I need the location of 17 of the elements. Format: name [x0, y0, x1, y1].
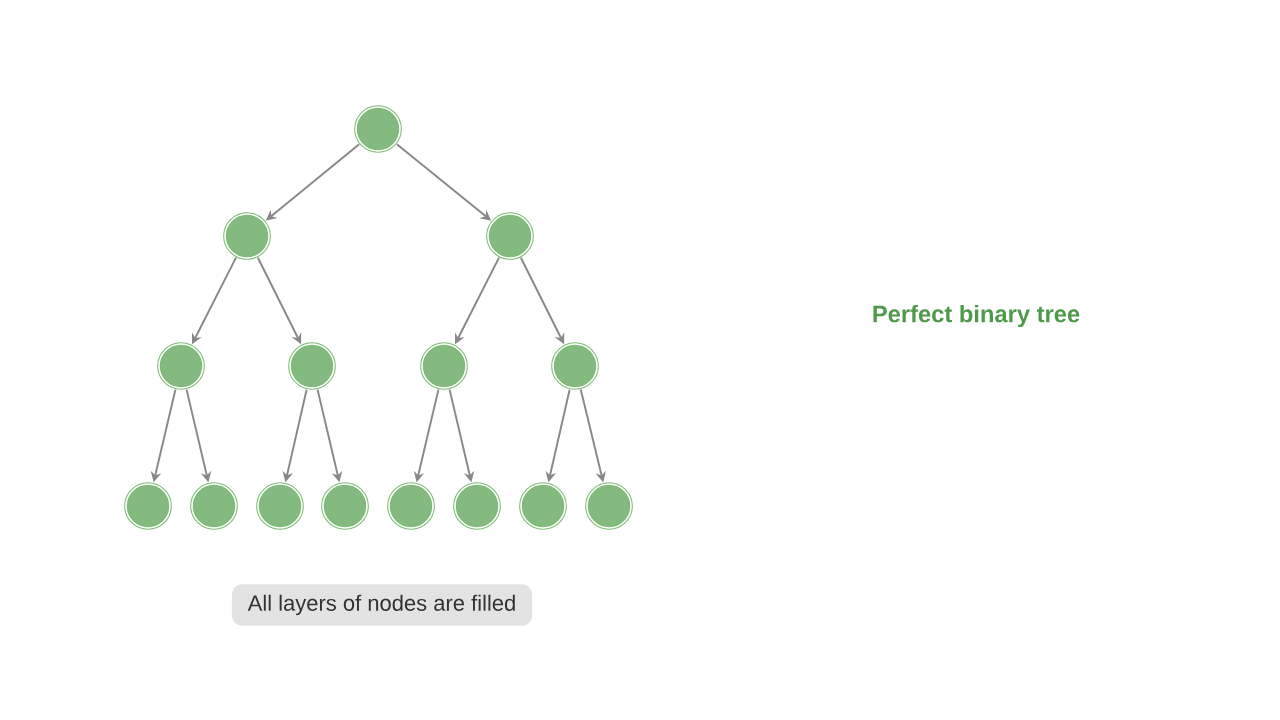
tree-node-circle: [453, 482, 501, 530]
tree-title: Perfect binary tree: [873, 304, 1080, 328]
tree-node-circle: [157, 342, 205, 390]
tree-node-circle: [387, 482, 435, 530]
tree-node-circle: [551, 342, 599, 390]
tree-node-circle: [124, 482, 172, 530]
tree-node-circle: [585, 482, 633, 530]
tree-node-circle: [256, 482, 304, 530]
tree-node-circle: [519, 482, 567, 530]
tree-node-circle: [321, 482, 369, 530]
tree-node-circle: [190, 482, 238, 530]
tree-node-circle: [420, 342, 468, 390]
tree-node-circle: [354, 105, 402, 153]
tree-node-circle: [223, 212, 271, 260]
tree-node-circle: [486, 212, 534, 260]
tree-node-circle: [288, 342, 336, 390]
caption-box: All layers of nodes are filled: [231, 584, 533, 626]
